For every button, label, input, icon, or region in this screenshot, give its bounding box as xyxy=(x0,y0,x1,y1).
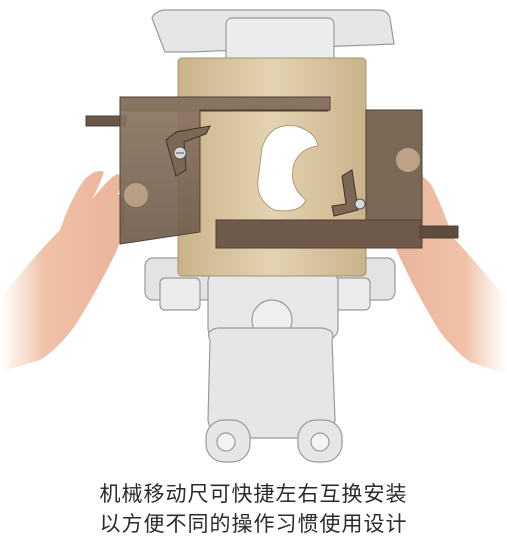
caption-line-1: 机械移动尺可快捷左右互换安装 xyxy=(99,482,408,506)
left-hand-icon xyxy=(0,171,125,372)
slide-clip-icon xyxy=(165,125,359,217)
caption-line-2: 以方便不同的操作习惯使用设计 xyxy=(99,512,408,536)
mechanical-stage-illustration xyxy=(0,9,507,463)
microscope-head xyxy=(151,9,395,65)
microscope-base xyxy=(144,257,396,463)
slide-holder-frame xyxy=(85,96,459,249)
adjust-knob-icon[interactable] xyxy=(173,146,366,210)
